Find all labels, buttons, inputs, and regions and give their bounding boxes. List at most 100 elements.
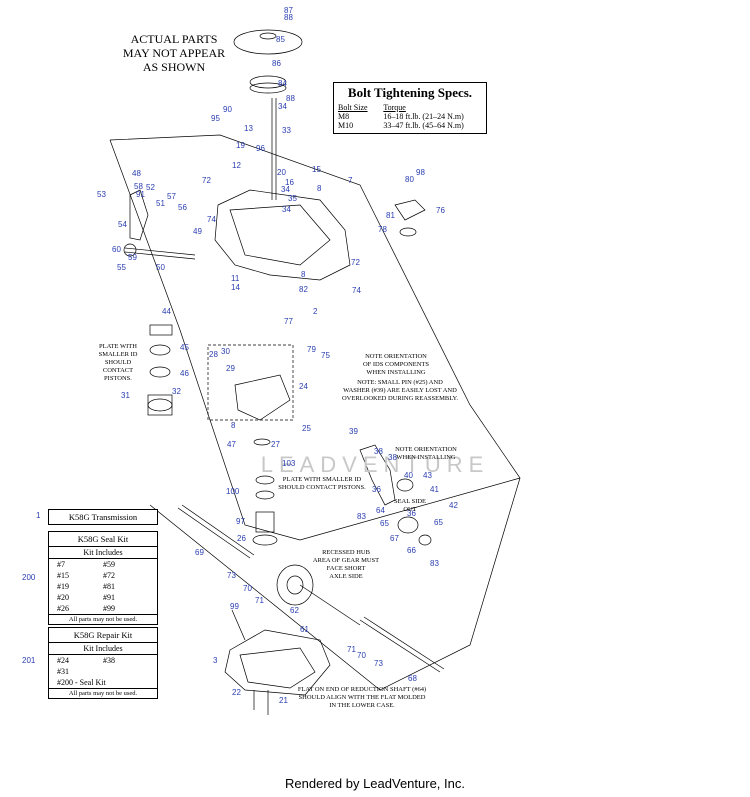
part-callout-12[interactable]: 12 bbox=[232, 161, 241, 170]
part-callout-85[interactable]: 85 bbox=[276, 35, 285, 44]
part-callout-51[interactable]: 51 bbox=[156, 199, 165, 208]
part-callout-65[interactable]: 65 bbox=[434, 518, 443, 527]
part-callout-100[interactable]: 100 bbox=[226, 487, 240, 496]
part-callout-47[interactable]: 47 bbox=[227, 440, 236, 449]
part-callout-19[interactable]: 19 bbox=[236, 141, 245, 150]
part-callout-70[interactable]: 70 bbox=[243, 584, 252, 593]
part-callout-34[interactable]: 34 bbox=[282, 205, 291, 214]
part-callout-72[interactable]: 72 bbox=[351, 258, 360, 267]
part-callout-46[interactable]: 46 bbox=[180, 369, 189, 378]
part-callout-45[interactable]: 45 bbox=[180, 343, 189, 352]
part-callout-27[interactable]: 27 bbox=[271, 440, 280, 449]
part-callout-25[interactable]: 25 bbox=[302, 424, 311, 433]
part-callout-67[interactable]: 67 bbox=[390, 534, 399, 543]
part-callout-99[interactable]: 99 bbox=[230, 602, 239, 611]
part-callout-103[interactable]: 103 bbox=[282, 459, 296, 468]
part-callout-30[interactable]: 30 bbox=[221, 347, 230, 356]
part-callout-11[interactable]: 11 bbox=[231, 274, 240, 283]
part-callout-20[interactable]: 20 bbox=[277, 168, 286, 177]
part-callout-55[interactable]: 55 bbox=[117, 263, 126, 272]
part-callout-24[interactable]: 24 bbox=[299, 382, 308, 391]
part-callout-39[interactable]: 39 bbox=[349, 427, 358, 436]
part-callout-8[interactable]: 8 bbox=[317, 184, 322, 193]
part-callout-64[interactable]: 64 bbox=[376, 506, 385, 515]
part-callout-71[interactable]: 71 bbox=[255, 596, 264, 605]
part-callout-7[interactable]: 7 bbox=[348, 176, 353, 185]
part-callout-14[interactable]: 14 bbox=[231, 283, 240, 292]
part-callout-58[interactable]: 58 bbox=[134, 182, 143, 191]
part-callout-75[interactable]: 75 bbox=[321, 351, 330, 360]
part-callout-61[interactable]: 61 bbox=[300, 625, 309, 634]
part-callout-68[interactable]: 68 bbox=[408, 674, 417, 683]
part-callout-22[interactable]: 22 bbox=[232, 688, 241, 697]
part-callout-96[interactable]: 96 bbox=[256, 144, 265, 153]
part-callout-59[interactable]: 59 bbox=[128, 253, 137, 262]
part-callout-32[interactable]: 32 bbox=[172, 387, 181, 396]
part-callout-15[interactable]: 15 bbox=[312, 165, 321, 174]
part-callout-77[interactable]: 77 bbox=[284, 317, 293, 326]
part-callout-36[interactable]: 36 bbox=[407, 509, 416, 518]
part-callout-70[interactable]: 70 bbox=[357, 651, 366, 660]
part-callout-3[interactable]: 3 bbox=[213, 656, 218, 665]
part-callout-87[interactable]: 87 bbox=[284, 6, 293, 15]
part-callout-21[interactable]: 21 bbox=[279, 696, 288, 705]
part-callout-97[interactable]: 97 bbox=[236, 517, 245, 526]
part-callout-35[interactable]: 35 bbox=[288, 194, 297, 203]
part-callout-71[interactable]: 71 bbox=[347, 645, 356, 654]
part-callout-88[interactable]: 88 bbox=[286, 94, 295, 103]
part-callout-90[interactable]: 90 bbox=[223, 105, 232, 114]
part-callout-80[interactable]: 80 bbox=[405, 175, 414, 184]
part-callout-76[interactable]: 76 bbox=[436, 206, 445, 215]
part-callout-81[interactable]: 81 bbox=[386, 211, 395, 220]
part-callout-53[interactable]: 53 bbox=[97, 190, 106, 199]
part-callout-41[interactable]: 41 bbox=[430, 485, 439, 494]
part-callout-8[interactable]: 8 bbox=[301, 270, 306, 279]
part-callout-65[interactable]: 65 bbox=[380, 519, 389, 528]
part-callout-52[interactable]: 52 bbox=[146, 183, 155, 192]
seal-kit-callout[interactable]: 200 bbox=[22, 573, 36, 582]
part-callout-33[interactable]: 33 bbox=[282, 126, 291, 135]
part-callout-79[interactable]: 79 bbox=[307, 345, 316, 354]
part-callout-49[interactable]: 49 bbox=[193, 227, 202, 236]
part-callout-83[interactable]: 83 bbox=[430, 559, 439, 568]
part-callout-29[interactable]: 29 bbox=[226, 364, 235, 373]
part-callout-66[interactable]: 66 bbox=[407, 546, 416, 555]
part-callout-8[interactable]: 8 bbox=[231, 421, 236, 430]
part-callout-73[interactable]: 73 bbox=[374, 659, 383, 668]
part-callout-54[interactable]: 54 bbox=[118, 220, 127, 229]
part-callout-78[interactable]: 78 bbox=[378, 225, 387, 234]
part-callout-36[interactable]: 36 bbox=[372, 485, 381, 494]
part-callout-60[interactable]: 60 bbox=[112, 245, 121, 254]
part-callout-38[interactable]: 38 bbox=[388, 453, 397, 462]
part-callout-43[interactable]: 43 bbox=[423, 471, 432, 480]
part-callout-13[interactable]: 13 bbox=[244, 124, 253, 133]
part-callout-86[interactable]: 86 bbox=[272, 59, 281, 68]
part-callout-28[interactable]: 28 bbox=[209, 350, 218, 359]
transmission-callout[interactable]: 1 bbox=[36, 511, 41, 520]
part-callout-16[interactable]: 16 bbox=[285, 178, 294, 187]
part-callout-38[interactable]: 38 bbox=[374, 447, 383, 456]
part-callout-98[interactable]: 98 bbox=[416, 168, 425, 177]
part-callout-40[interactable]: 40 bbox=[404, 471, 413, 480]
part-callout-83[interactable]: 83 bbox=[357, 512, 366, 521]
part-callout-74[interactable]: 74 bbox=[352, 286, 361, 295]
part-callout-50[interactable]: 50 bbox=[156, 263, 165, 272]
part-callout-57[interactable]: 57 bbox=[167, 192, 176, 201]
part-callout-42[interactable]: 42 bbox=[449, 501, 458, 510]
part-callout-31[interactable]: 31 bbox=[121, 391, 130, 400]
part-callout-48[interactable]: 48 bbox=[132, 169, 141, 178]
part-callout-34[interactable]: 34 bbox=[281, 185, 290, 194]
part-callout-62[interactable]: 62 bbox=[290, 606, 299, 615]
part-callout-72[interactable]: 72 bbox=[202, 176, 211, 185]
part-callout-44[interactable]: 44 bbox=[162, 307, 171, 316]
part-callout-88[interactable]: 88 bbox=[284, 13, 293, 22]
part-callout-73[interactable]: 73 bbox=[227, 571, 236, 580]
part-callout-74[interactable]: 74 bbox=[207, 215, 216, 224]
part-callout-91[interactable]: 91 bbox=[136, 190, 145, 199]
part-callout-82[interactable]: 82 bbox=[299, 285, 308, 294]
part-callout-56[interactable]: 56 bbox=[178, 203, 187, 212]
part-callout-34[interactable]: 34 bbox=[278, 102, 287, 111]
repair-kit-callout[interactable]: 201 bbox=[22, 656, 36, 665]
part-callout-95[interactable]: 95 bbox=[211, 114, 220, 123]
part-callout-84[interactable]: 84 bbox=[278, 79, 287, 88]
